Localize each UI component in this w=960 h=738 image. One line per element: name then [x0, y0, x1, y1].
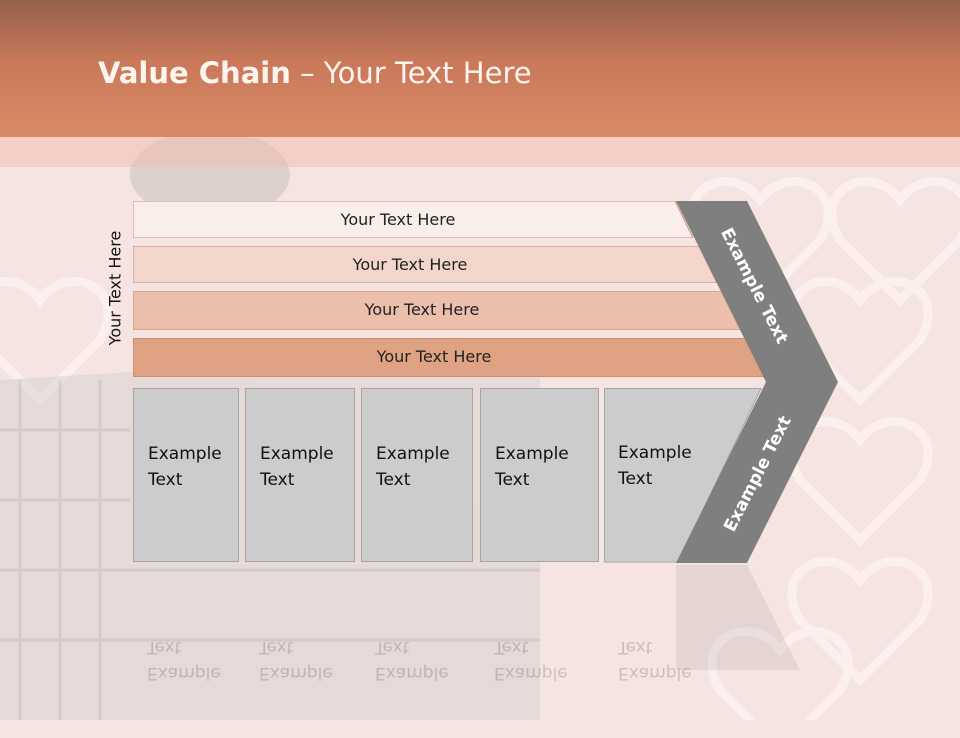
value-bar-label: Your Text Here — [376, 347, 492, 366]
value-bar-label: Your Text Here — [340, 210, 456, 229]
title-bold: Value Chain — [98, 56, 291, 90]
box-reflection-label: Example Text — [259, 637, 333, 683]
value-bar-2: Your Text Here — [133, 246, 717, 283]
value-bar-3: Your Text Here — [133, 291, 741, 330]
box-reflection: Example Text — [604, 564, 694, 738]
activity-box-label: Example Text — [618, 443, 692, 489]
box-reflection: Example Text — [361, 564, 473, 738]
activity-box-4: Example Text — [480, 388, 599, 562]
page-title: Value Chain – Your Text Here — [98, 56, 532, 90]
box-reflection-label: Example Text — [147, 637, 221, 683]
box-reflection: Example Text — [133, 564, 239, 738]
value-bar-shape — [133, 246, 717, 283]
activity-box-label: Example Text — [376, 444, 450, 490]
value-bar-4: Your Text Here — [133, 338, 765, 377]
activity-box-5: Example Text — [604, 388, 694, 562]
title-rest: – Your Text Here — [290, 56, 532, 90]
activity-box-label: Example Text — [260, 444, 334, 490]
chevron-arrow — [676, 201, 838, 670]
activity-box-label: Example Text — [148, 444, 222, 490]
activity-box-label: Example Text — [495, 444, 569, 490]
value-bar-1: Your Text Here — [133, 201, 693, 238]
box-reflection-label: Example Text — [494, 637, 568, 683]
value-bar-shape — [133, 201, 693, 238]
box-reflection: Example Text — [245, 564, 355, 738]
activity-box-3: Example Text — [361, 388, 473, 562]
box-reflection-label: Example Text — [375, 637, 449, 683]
header-band — [0, 137, 960, 167]
value-bar-shape — [133, 338, 765, 377]
value-bar-shape — [133, 291, 741, 330]
activity-box-2: Example Text — [245, 388, 355, 562]
value-bar-label: Your Text Here — [364, 300, 480, 319]
box-reflection-label: Example Text — [618, 637, 692, 683]
box-reflection: Example Text — [480, 564, 599, 738]
header-banner — [0, 0, 960, 137]
activity-box-1: Example Text — [133, 388, 239, 562]
value-bar-label: Your Text Here — [352, 255, 468, 274]
